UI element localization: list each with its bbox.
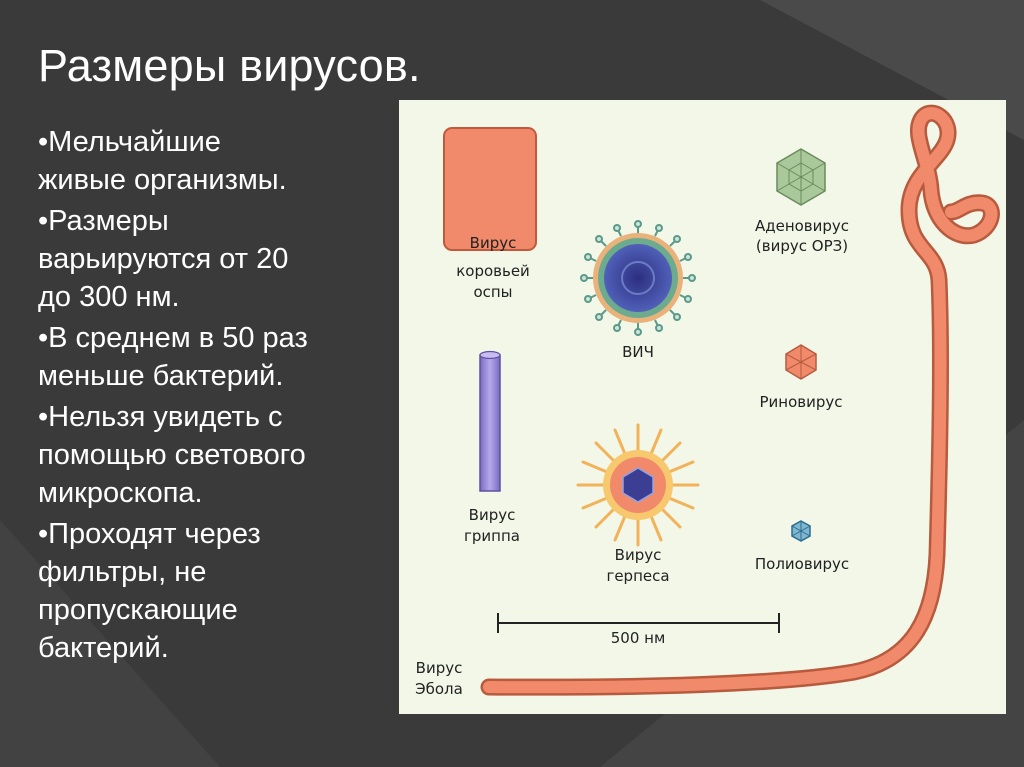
hiv-shape xyxy=(581,221,695,335)
ebola-label-line: Эбола xyxy=(415,680,463,698)
scale-bar-label: 500 нм xyxy=(611,629,666,647)
slide-title: Размеры вирусов. xyxy=(38,40,421,92)
adenovirus-shape xyxy=(777,149,825,205)
virus-illustration: Вирус коровьей оспы xyxy=(399,100,1006,714)
bullet-item: •В среднем в 50 раз меньше бактерий. xyxy=(38,319,388,395)
herpes-label-line: герпеса xyxy=(606,567,669,585)
vaccinia-label-line: коровьей xyxy=(456,262,530,280)
herpes-virus-shape xyxy=(578,425,698,545)
vaccinia-label-line: Вирус xyxy=(470,234,517,252)
bullet-item: •Размеры варьируются от 20 до 300 нм. xyxy=(38,202,388,316)
herpes-label: Вирус герпеса xyxy=(606,546,669,585)
poliovirus-shape xyxy=(792,521,810,541)
ebola-virus-shape xyxy=(489,113,991,687)
rhinovirus-label: Риновирус xyxy=(759,393,842,411)
adenovirus-label-line: (вирус ОРЗ) xyxy=(756,237,848,255)
bullet-item: •Нельзя увидеть с помощью светового микр… xyxy=(38,398,388,512)
bullet-item: •Мельчайшие живые организмы. xyxy=(38,123,388,199)
rhinovirus-shape xyxy=(786,345,816,379)
influenza-label-line: гриппа xyxy=(464,527,520,545)
virus-size-figure: Вирус коровьей оспы xyxy=(399,100,1006,714)
influenza-label-line: Вирус xyxy=(469,506,516,524)
influenza-label: Вирус гриппа xyxy=(464,506,520,545)
influenza-virus-shape xyxy=(480,352,500,492)
adenovirus-label-line: Аденовирус xyxy=(755,217,849,235)
ebola-label-line: Вирус xyxy=(416,659,463,677)
herpes-label-line: Вирус xyxy=(615,546,662,564)
hiv-label: ВИЧ xyxy=(622,343,654,361)
bullet-list: •Мельчайшие живые организмы. •Размеры ва… xyxy=(38,123,388,670)
adenovirus-label: Аденовирус (вирус ОРЗ) xyxy=(755,217,849,255)
poliovirus-label: Полиовирус xyxy=(755,555,849,573)
bullet-item: •Проходят через фильтры, не пропускающие… xyxy=(38,515,388,667)
vaccinia-virus-shape xyxy=(444,128,536,250)
ebola-label: Вирус Эбола xyxy=(415,659,463,698)
vaccinia-label-line: оспы xyxy=(473,283,512,301)
